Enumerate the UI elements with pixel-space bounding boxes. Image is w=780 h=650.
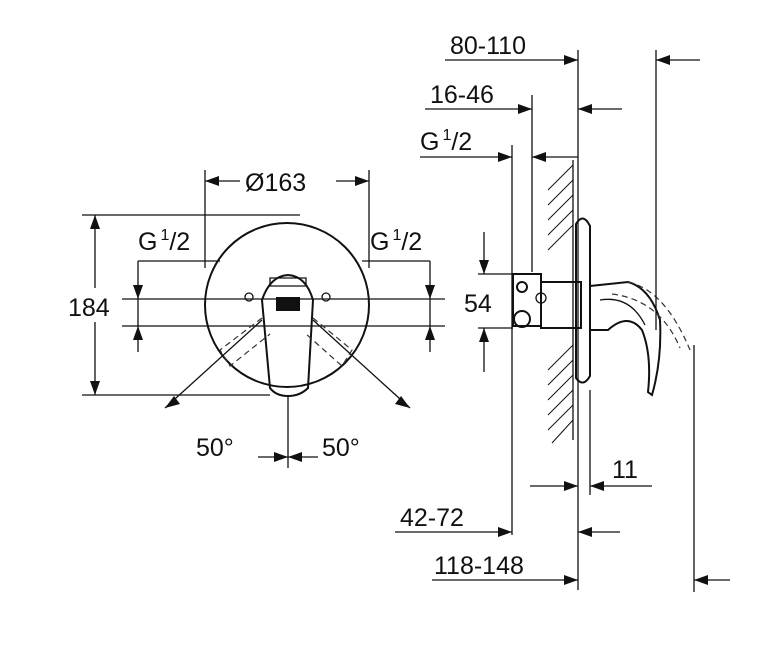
angle-arrow-left <box>165 396 180 408</box>
dia-arrow-right <box>355 176 369 186</box>
cover-plate <box>575 217 591 384</box>
swing-right-dashed <box>305 317 353 367</box>
thread-side-arrow-left <box>498 152 512 162</box>
height-arrow-bottom <box>90 381 100 395</box>
angle-line-left <box>164 319 263 409</box>
dim-install-arrow-left <box>498 527 512 537</box>
lever-handle <box>260 273 315 398</box>
dim-height-arrow-top <box>479 260 489 274</box>
thread-left-arrow-top <box>133 285 143 299</box>
dim-overall-label: 118-148 <box>434 552 524 580</box>
knob-left <box>244 292 254 302</box>
lever-cap <box>276 297 300 311</box>
dim-total-arrow-left <box>564 55 578 65</box>
lever-top <box>269 277 307 287</box>
dim-depth-arrow-left <box>518 104 532 114</box>
thread-left-arrow-bottom <box>133 326 143 340</box>
lever-profile <box>589 280 662 397</box>
angle-left-label: 50° <box>196 434 234 462</box>
swing-left-dashed <box>219 317 271 367</box>
knob-right <box>321 292 331 302</box>
rosette-circle <box>204 222 370 388</box>
dim-plate-label: 11 <box>612 456 638 484</box>
wall-hatch <box>547 160 574 444</box>
angle-right-label: 50° <box>322 434 360 462</box>
dia-arrow-left <box>205 176 219 186</box>
angle-base-arrow-right <box>288 452 302 462</box>
dim-overall-arrow-left <box>564 575 578 585</box>
dim-total-arrow-right <box>656 55 670 65</box>
dim-height-arrow-bottom <box>479 328 489 342</box>
dim-depth-arrow-right <box>578 104 592 114</box>
angle-base-arrow-left <box>274 452 288 462</box>
angle-line-right <box>312 319 411 409</box>
dim-install-arrow-right <box>578 527 592 537</box>
angle-arrow-right <box>395 396 410 408</box>
height-arrow-top <box>90 215 100 229</box>
thread-right-arrow-bottom <box>425 326 435 340</box>
lever-profile-inner <box>599 298 646 326</box>
dim-plate-arrow-left <box>564 481 578 491</box>
thread-side-arrow-right <box>532 152 546 162</box>
lever-swing-dashed <box>627 281 691 351</box>
valve-port-bottom <box>513 310 531 328</box>
dim-overall-arrow-right <box>694 575 708 585</box>
dim-install-label: 42-72 <box>400 504 464 532</box>
dim-total-label: 80-110 <box>450 32 526 60</box>
valve-port-top <box>516 281 528 293</box>
lever-swing-dashed-2 <box>611 293 681 349</box>
valve-stem <box>540 281 582 329</box>
diameter-label: Ø163 <box>245 169 306 197</box>
thread-right-arrow-top <box>425 285 435 299</box>
dim-depth-label: 16-46 <box>430 81 494 109</box>
dim-height-label: 54 <box>464 290 492 318</box>
dim-plate-arrow-right <box>590 481 604 491</box>
height-label: 184 <box>68 294 110 322</box>
